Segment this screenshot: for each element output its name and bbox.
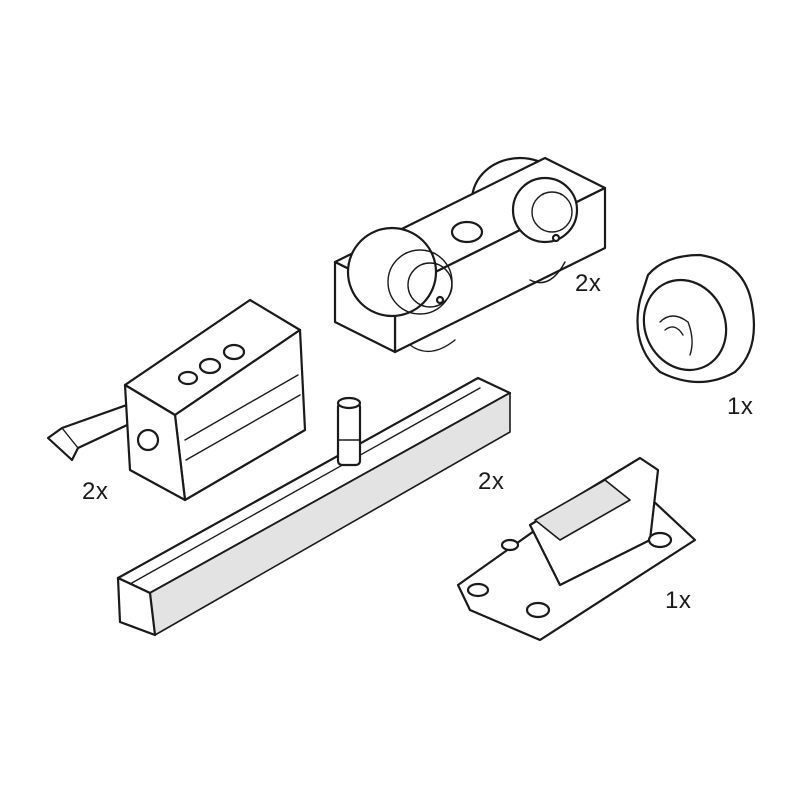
quantity-label: 1x [665, 587, 692, 614]
soft-close-damper [46, 298, 307, 502]
carriage-wheel-front [346, 226, 438, 318]
guide-fin [528, 456, 660, 587]
clamp-end-cap [116, 576, 157, 637]
damper-pin [136, 428, 160, 452]
carriage-center-hole [450, 220, 484, 244]
quantity-label: 2x [575, 270, 602, 297]
quantity-label: 2x [82, 478, 109, 505]
rubber-stopper [636, 253, 756, 384]
quantity-label: 1x [727, 393, 754, 420]
top-rail-clamp [116, 376, 512, 637]
quantity-label: 2x [478, 468, 505, 495]
floor-guide [456, 456, 697, 642]
roller-carriage [333, 156, 607, 354]
clamp-bolt [336, 401, 362, 467]
